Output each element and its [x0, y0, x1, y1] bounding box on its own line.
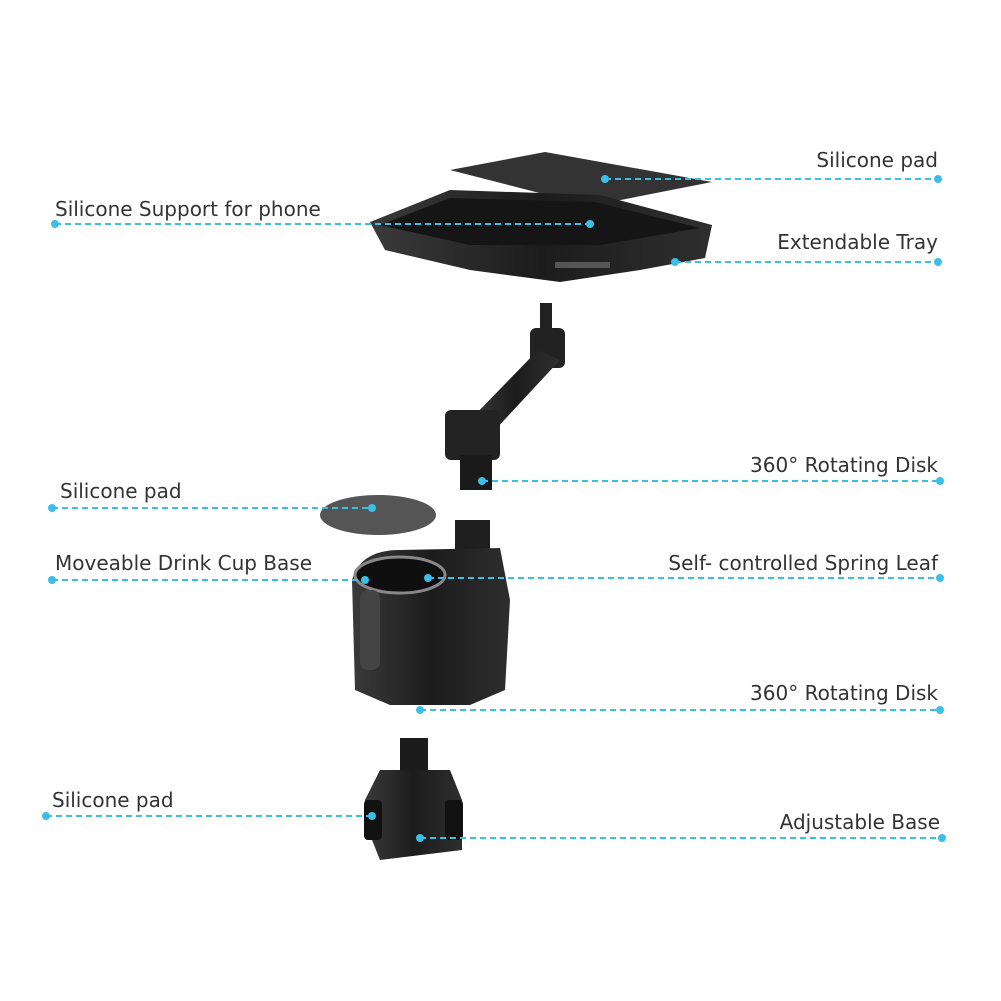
silicone-pad-middle-part — [320, 495, 436, 535]
callout-label-silicone-support-phone: Silicone Support for phone — [55, 197, 321, 221]
callout-label-drink-cup-base: Moveable Drink Cup Base — [55, 551, 312, 575]
leader-dot — [934, 258, 942, 266]
drink-cup-base-part — [352, 520, 510, 705]
leader-dot — [48, 504, 56, 512]
leader-dot — [416, 834, 424, 842]
leader-dot — [936, 574, 944, 582]
leader-dot — [42, 812, 50, 820]
leader-dot — [368, 504, 376, 512]
leader-dot — [368, 812, 376, 820]
callout-label-silicone-pad-middle: Silicone pad — [60, 479, 182, 503]
leader-dot — [51, 220, 59, 228]
leader-dot — [361, 576, 369, 584]
leader-dot — [936, 706, 944, 714]
leader-dot — [934, 175, 942, 183]
extendable-tray-part — [370, 190, 712, 282]
leader-dot — [601, 175, 609, 183]
callout-label-silicone-pad-bottom: Silicone pad — [52, 788, 174, 812]
callout-label-adjustable-base: Adjustable Base — [779, 810, 940, 834]
adjustable-base-part — [364, 738, 463, 860]
callout-label-rotating-disk-lower: 360° Rotating Disk — [750, 681, 938, 705]
callout-label-silicone-pad-top: Silicone pad — [816, 148, 938, 172]
leader-dot — [424, 574, 432, 582]
leader-dot — [416, 706, 424, 714]
callout-label-spring-leaf: Self- controlled Spring Leaf — [668, 551, 938, 575]
callout-label-extendable-tray: Extendable Tray — [777, 230, 938, 254]
leader-lines — [42, 175, 946, 842]
arm-part — [445, 303, 565, 490]
leader-dot — [671, 258, 679, 266]
leader-dot — [478, 477, 486, 485]
callout-label-rotating-disk-upper: 360° Rotating Disk — [750, 453, 938, 477]
silicone-pad-top-part — [450, 152, 712, 206]
leader-dot — [938, 834, 946, 842]
leader-dot — [48, 576, 56, 584]
leader-dot — [936, 477, 944, 485]
leader-dot — [586, 220, 594, 228]
